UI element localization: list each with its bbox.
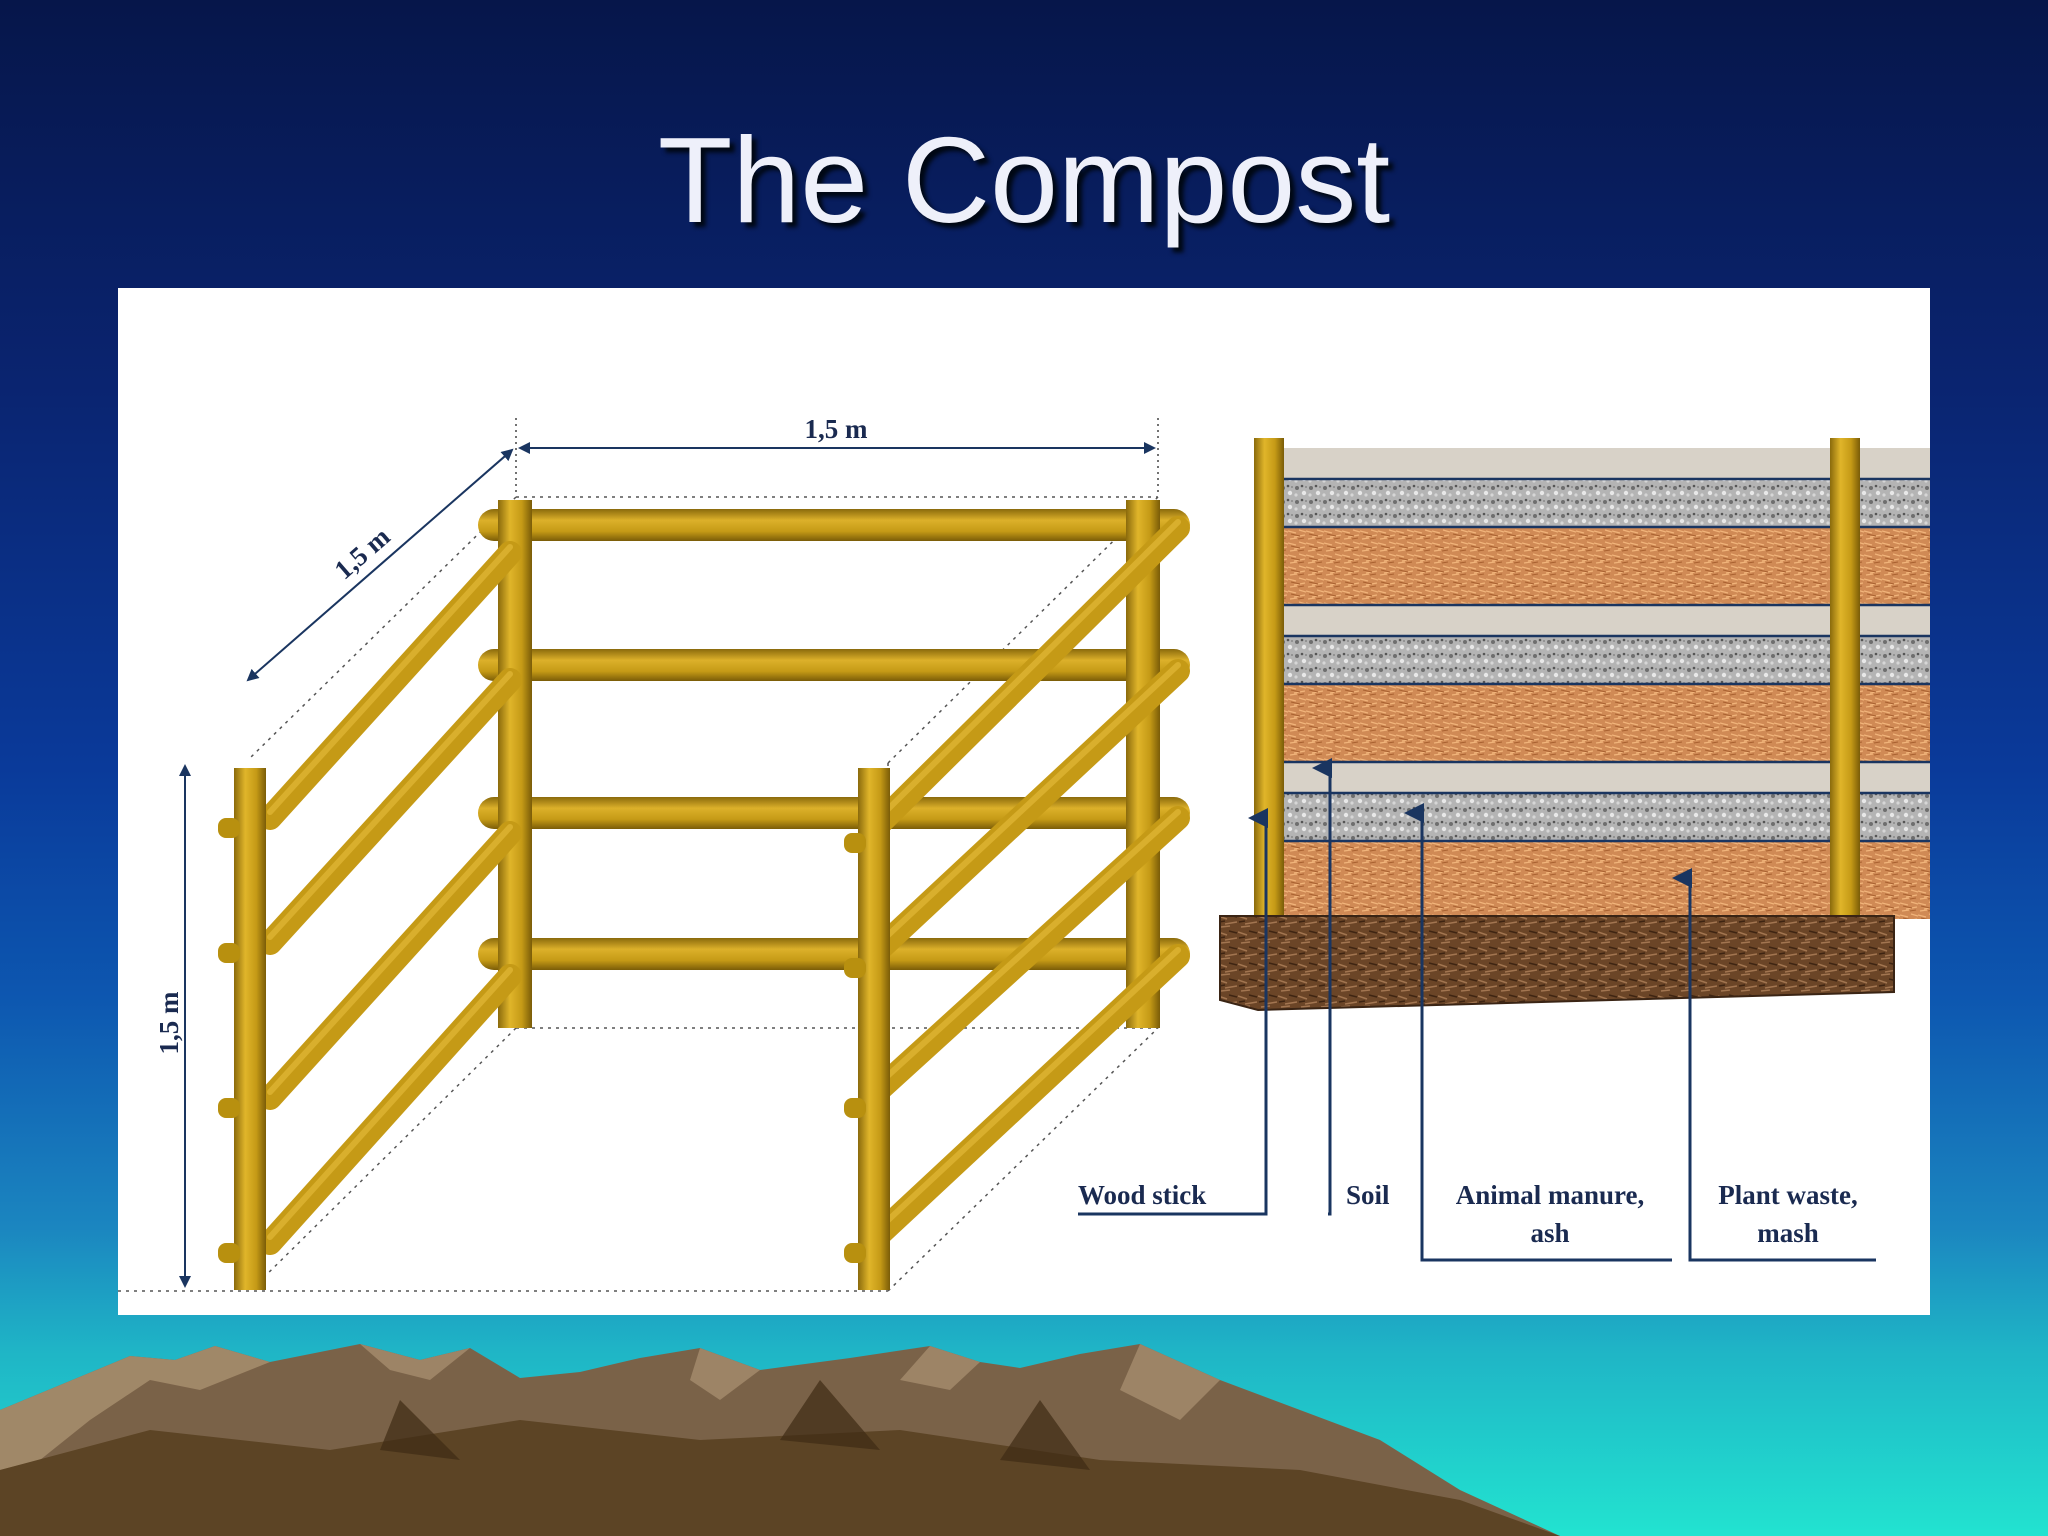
slide-title: The Compost [657, 112, 1391, 248]
width-dimension: 1,5 m [515, 414, 1159, 493]
soil-layer [1282, 605, 1930, 636]
manure-label-line2: ash [1530, 1218, 1569, 1248]
manure-layer [1282, 479, 1930, 527]
plant-label-line2: mash [1757, 1218, 1819, 1248]
front-right-post [858, 768, 890, 1290]
plant-layer [1282, 684, 1930, 762]
compost-diagram: 1,5 m 1,5 m 1,5 m [118, 288, 1930, 1315]
width-label: 1,5 m [805, 414, 869, 444]
depth-dimension: 1,5 m [246, 448, 514, 682]
plant-label-line1: Plant waste, [1718, 1180, 1857, 1210]
plant-layer [1282, 841, 1930, 919]
mountain-background [0, 1344, 1560, 1536]
fence-box: 1,5 m 1,5 m 1,5 m [118, 414, 1190, 1292]
wood-stick-label: Wood stick [1078, 1180, 1206, 1210]
wood-stick-right [1830, 438, 1860, 922]
plant-layer [1282, 527, 1930, 605]
soil-layer [1282, 448, 1930, 479]
manure-label-line1: Animal manure, [1456, 1180, 1645, 1210]
front-left-post [234, 768, 266, 1290]
height-label: 1,5 m [154, 991, 184, 1055]
soil-layer [1282, 762, 1930, 793]
ground-base [1219, 915, 1895, 1012]
height-dimension: 1,5 m [154, 764, 191, 1288]
wood-stick-left [1254, 438, 1284, 922]
back-left-post [498, 500, 532, 1028]
manure-layer [1282, 793, 1930, 841]
manure-layer [1282, 636, 1930, 684]
compost-diagram-svg: 1,5 m 1,5 m 1,5 m [118, 414, 1930, 1292]
layer-cross-section: Wood stick Soil Animal manure, ash Plant… [1078, 438, 1930, 1262]
soil-label: Soil [1346, 1180, 1390, 1210]
depth-label: 1,5 m [328, 521, 396, 585]
